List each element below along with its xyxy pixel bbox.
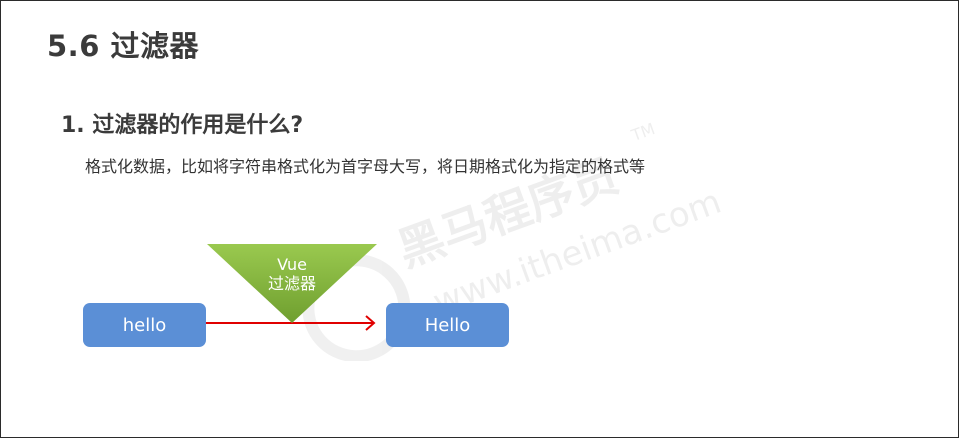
filter-subtitle: 过滤器 [267,274,316,293]
input-value-label: hello [122,314,167,336]
input-value-box: hello [83,303,206,347]
vue-filter-triangle [207,244,377,323]
watermark-tm: TM [628,119,658,145]
section-description: 格式化数据，比如将字符串格式化为首字母大写，将日期格式化为指定的格式等 [85,157,646,176]
output-value-box: Hello [386,303,509,347]
transform-arrow [206,315,376,331]
filter-label: Vue 过滤器 [207,255,377,293]
slide-title: 5.6 过滤器 [47,29,199,63]
watermark-url: www.itheima.com [428,182,727,323]
filter-name: Vue [277,255,307,274]
section-question: 1. 过滤器的作用是什么? [61,113,304,138]
output-value-label: Hello [424,314,471,336]
